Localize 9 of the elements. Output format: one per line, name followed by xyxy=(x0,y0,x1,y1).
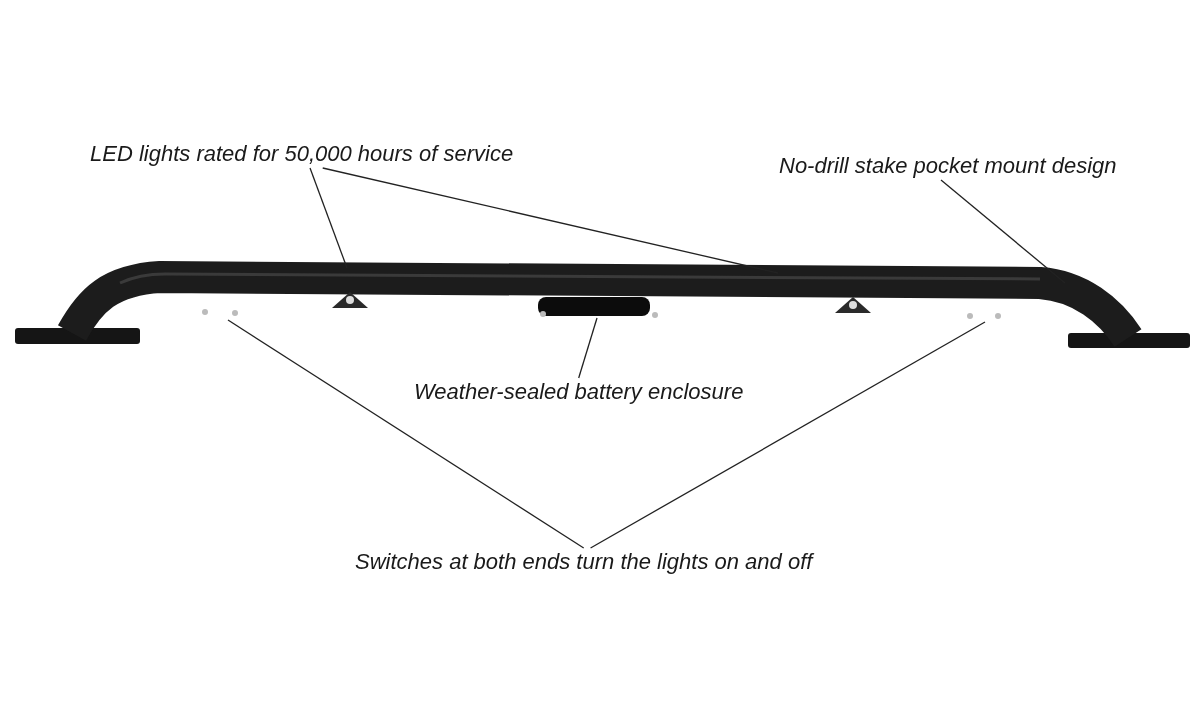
leader-line xyxy=(227,319,585,549)
leader-line xyxy=(940,179,1066,284)
callout-text: No-drill stake pocket mount design xyxy=(779,153,1117,179)
callout-text: Switches at both ends turn the lights on and off xyxy=(355,549,813,575)
leader-line xyxy=(589,321,986,549)
leader-line xyxy=(322,167,779,274)
leader-line xyxy=(578,317,598,379)
callout-text: LED lights rated for 50,000 hours of service xyxy=(90,141,514,167)
callout-text: Weather-sealed battery enclosure xyxy=(414,379,744,405)
